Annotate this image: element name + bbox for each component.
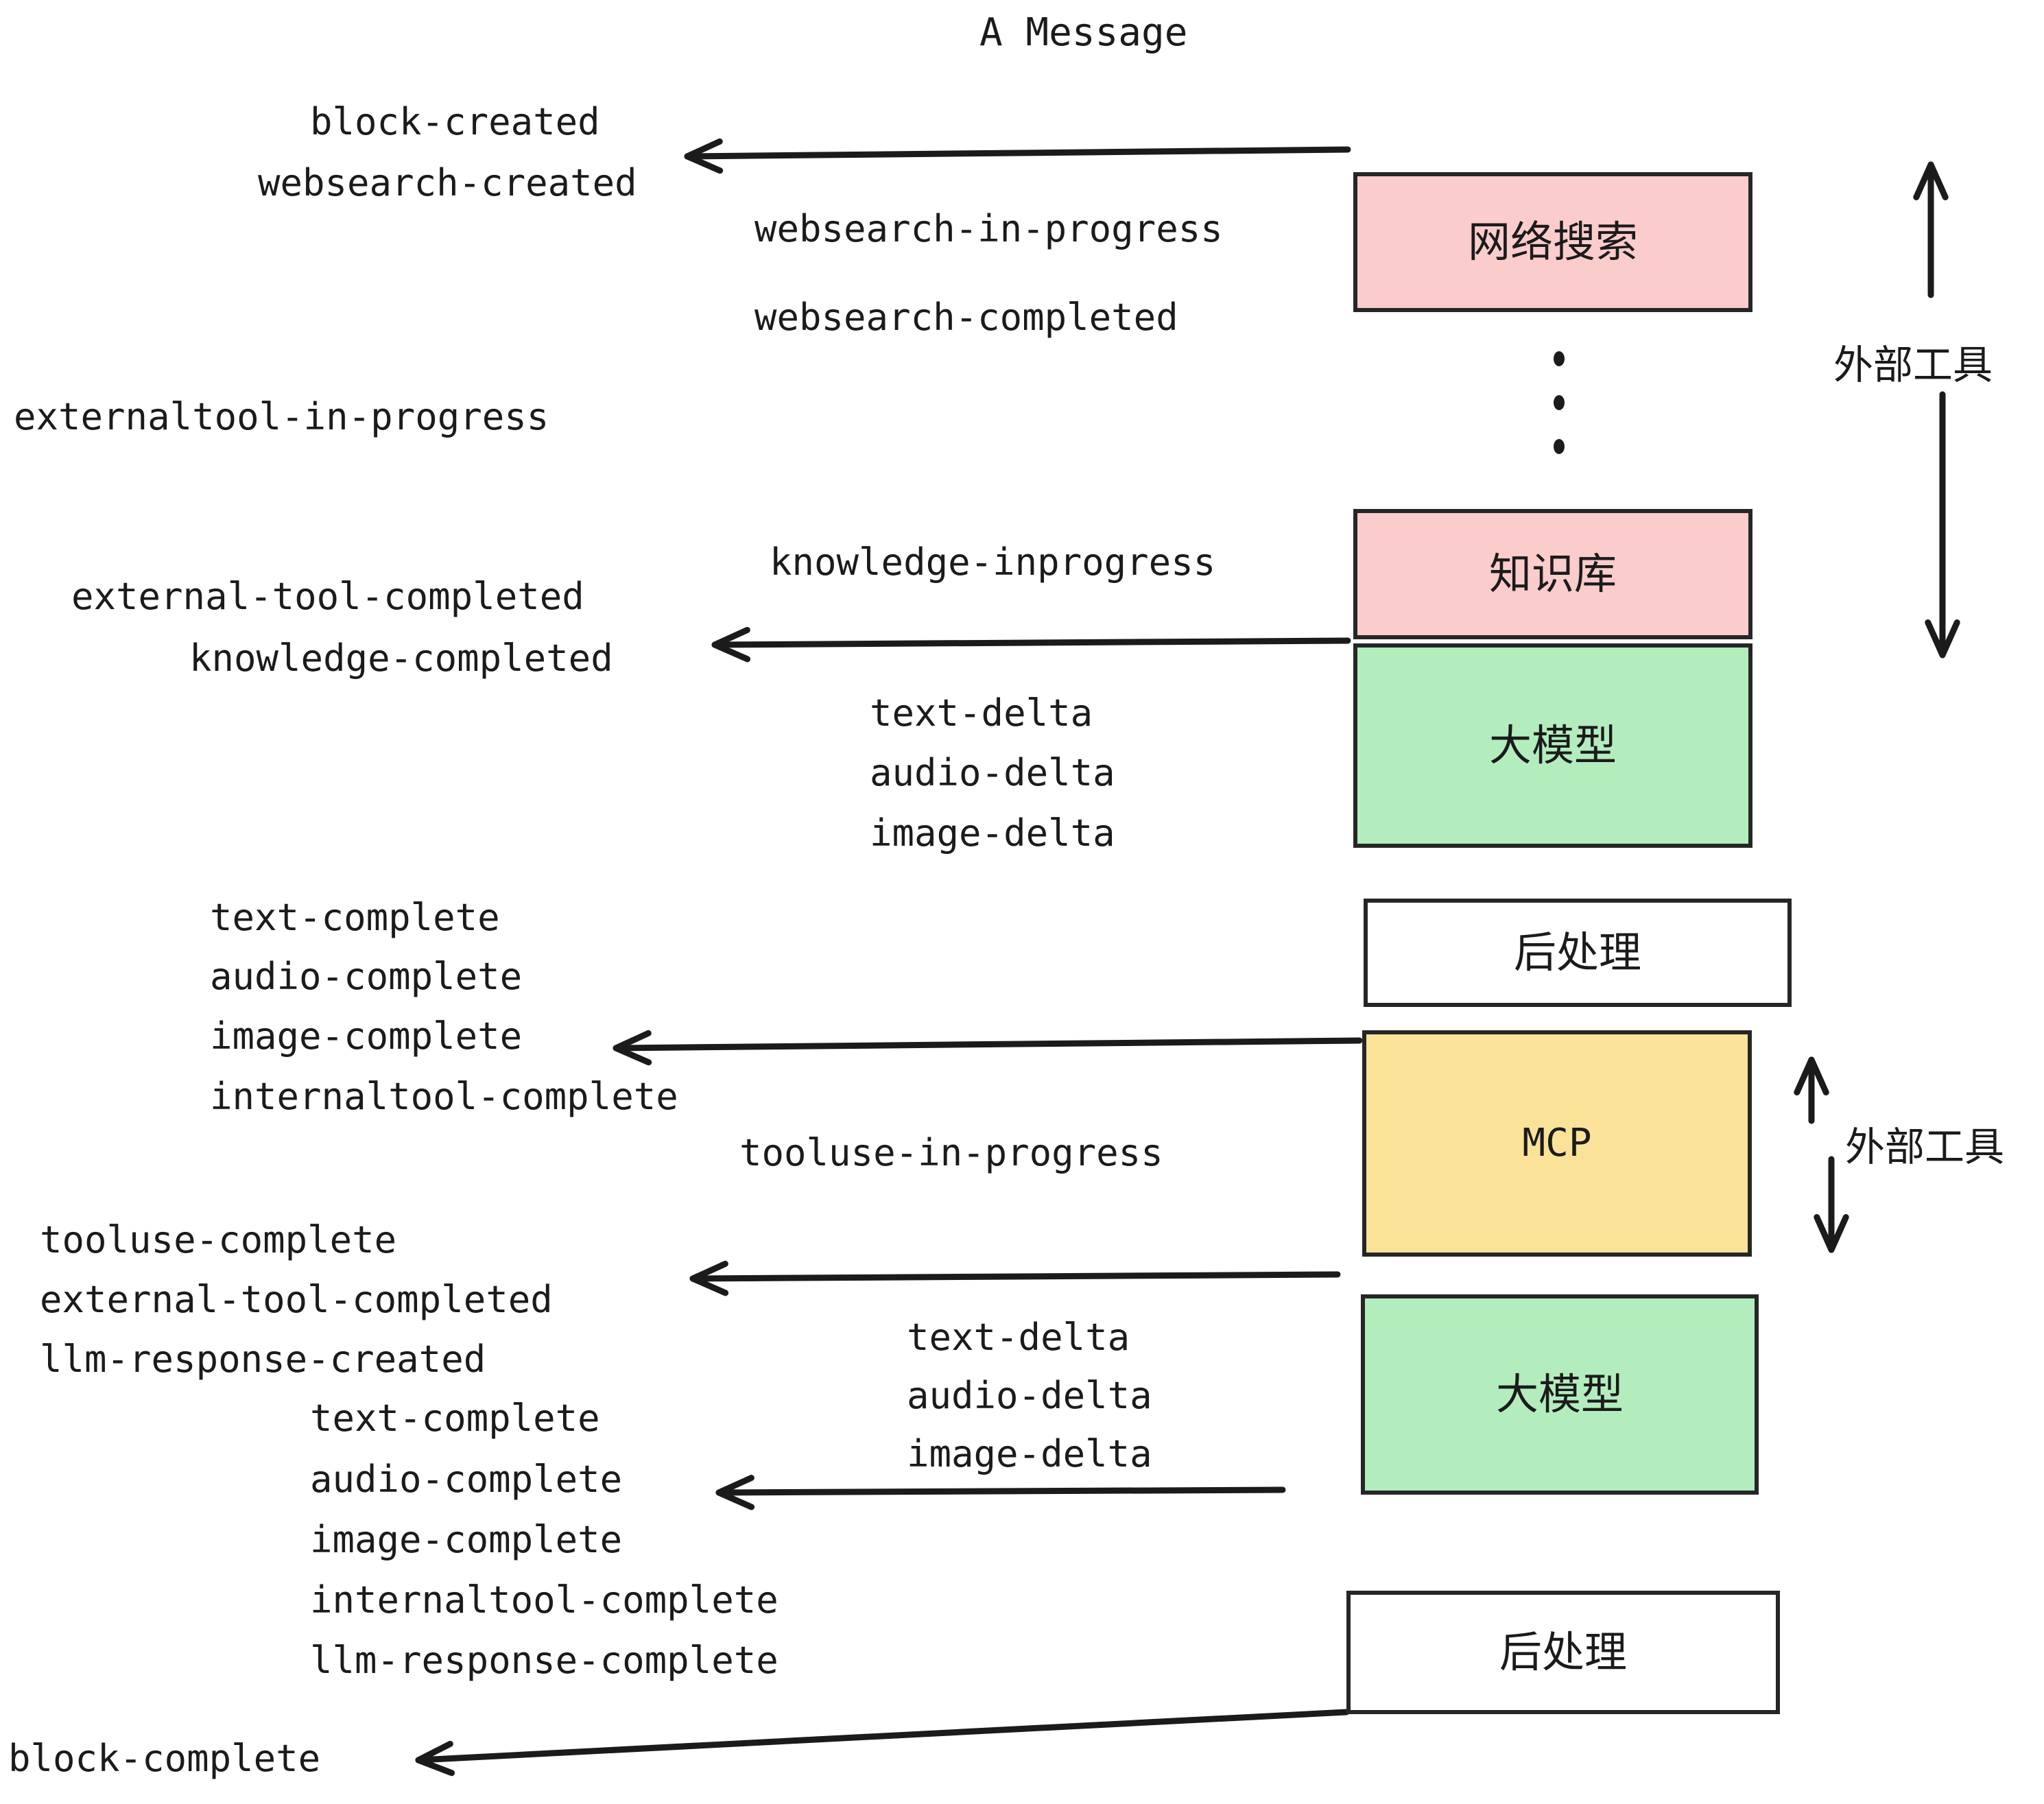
event-label-external-tool-completed-2: external-tool-completed [40, 1278, 553, 1321]
node-label: 知识库 [1488, 549, 1617, 599]
event-label-image-complete-1: image-complete [210, 1014, 523, 1058]
node-postprocess-2: 后处理 [1346, 1591, 1780, 1714]
node-postprocess-1: 后处理 [1364, 899, 1792, 1007]
event-label-image-complete-2: image-complete [310, 1518, 623, 1561]
arrow-arrow-postprocess-out [613, 1030, 1363, 1066]
ellipsis-dot [1554, 439, 1565, 454]
ellipsis-dots [1553, 351, 1565, 454]
node-llm-2: 大模型 [1361, 1294, 1759, 1495]
event-label-websearch-in-progress: websearch-in-progress [754, 207, 1223, 250]
event-label-audio-delta-2: audio-delta [907, 1374, 1152, 1417]
node-label: 网络搜索 [1467, 217, 1638, 267]
event-label-text-complete-1: text-complete [210, 896, 500, 939]
event-label-externaltool-in-progress: externaltool-in-progress [14, 395, 549, 438]
event-label-internaltool-complete-2: internaltool-complete [310, 1578, 779, 1622]
event-label-internaltool-complete-1: internaltool-complete [210, 1075, 678, 1118]
event-label-image-delta-1: image-delta [870, 811, 1115, 855]
arrow-arrow-block-complete [415, 1709, 1350, 1777]
node-llm-1: 大模型 [1353, 643, 1752, 848]
event-label-text-complete-2: text-complete [310, 1397, 600, 1440]
group-label-external-tools-bottom: 外部工具 [1845, 1124, 2005, 1170]
event-label-knowledge-inprogress: knowledge-inprogress [770, 541, 1216, 584]
arrow-arrow-mcp-out [689, 1260, 1341, 1296]
event-label-audio-delta-1: audio-delta [870, 751, 1115, 794]
event-label-tooluse-complete: tooluse-complete [40, 1218, 397, 1261]
event-label-block-complete: block-complete [8, 1737, 321, 1780]
group-arrow-external-tools-top-down [1925, 391, 1960, 658]
node-label: 大模型 [1488, 720, 1617, 770]
event-label-llm-response-created: llm-response-created [40, 1338, 486, 1381]
group-arrow-external-tools-bottom-up [1794, 1056, 1829, 1124]
event-label-tooluse-in-progress: tooluse-in-progress [739, 1131, 1163, 1174]
node-mcp: MCP [1362, 1030, 1752, 1257]
arrow-arrow-knowledge-out [711, 626, 1351, 663]
group-arrow-external-tools-top-up [1913, 161, 1949, 298]
event-label-knowledge-completed: knowledge-completed [189, 637, 613, 680]
event-label-block-created: block-created [310, 100, 600, 143]
ellipsis-dot [1554, 351, 1565, 366]
node-label: MCP [1522, 1121, 1592, 1165]
event-label-websearch-created: websearch-created [258, 161, 637, 204]
node-knowledge: 知识库 [1353, 509, 1752, 639]
node-label: 后处理 [1513, 927, 1641, 977]
event-label-llm-response-complete: llm-response-complete [310, 1639, 779, 1682]
event-label-audio-complete-1: audio-complete [210, 955, 523, 998]
group-label-external-tools-top: 外部工具 [1833, 342, 1993, 388]
event-label-image-delta-2: image-delta [907, 1432, 1152, 1475]
event-label-text-delta-1: text-delta [870, 691, 1093, 735]
node-label: 大模型 [1495, 1369, 1624, 1419]
ellipsis-dot [1554, 395, 1565, 410]
event-label-text-delta-2: text-delta [907, 1316, 1130, 1359]
node-websearch: 网络搜索 [1353, 172, 1752, 312]
event-label-audio-complete-2: audio-complete [310, 1458, 623, 1501]
event-label-external-tool-completed-1: external-tool-completed [71, 575, 584, 618]
arrow-arrow-llm2-out [715, 1475, 1286, 1510]
group-arrow-external-tools-bottom-down [1814, 1156, 1849, 1253]
diagram-title: A Message [979, 10, 1188, 55]
event-label-websearch-completed: websearch-completed [754, 296, 1178, 339]
arrow-arrow-websearch-out [684, 138, 1351, 174]
node-label: 后处理 [1499, 1627, 1627, 1677]
